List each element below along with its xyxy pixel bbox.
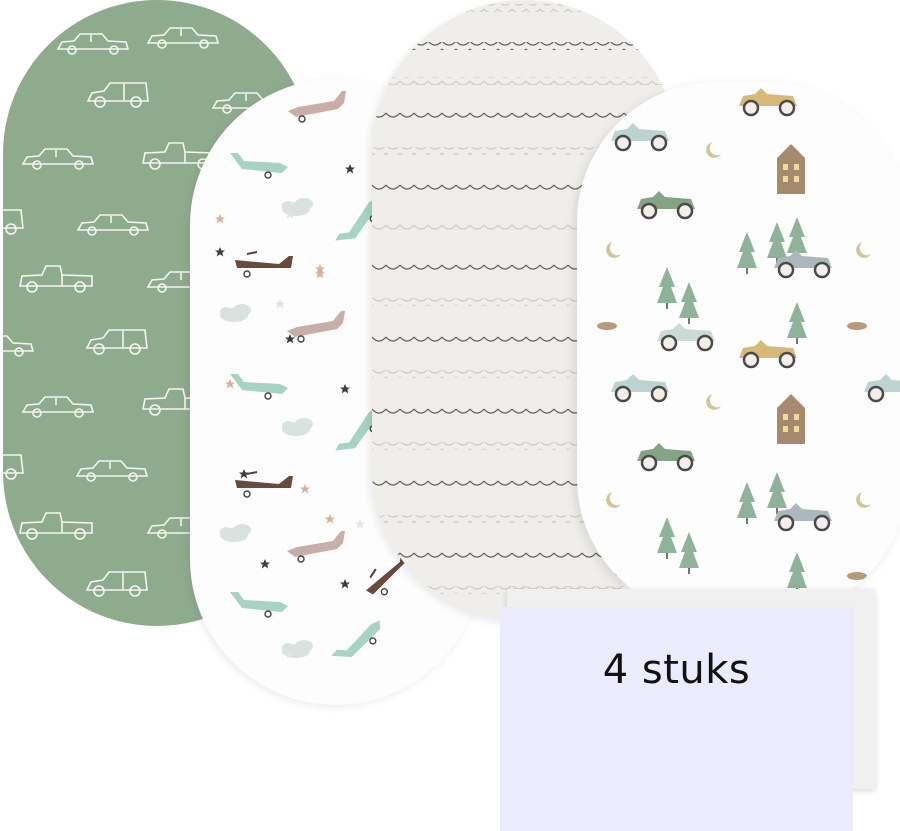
fitted-sheet-white-cars-trees xyxy=(577,82,900,618)
quantity-label: 4 stuks xyxy=(602,647,751,693)
wave-pattern xyxy=(372,4,678,594)
vintage-car-pattern xyxy=(597,86,900,594)
quantity-label-card: 4 stuks xyxy=(500,607,853,831)
